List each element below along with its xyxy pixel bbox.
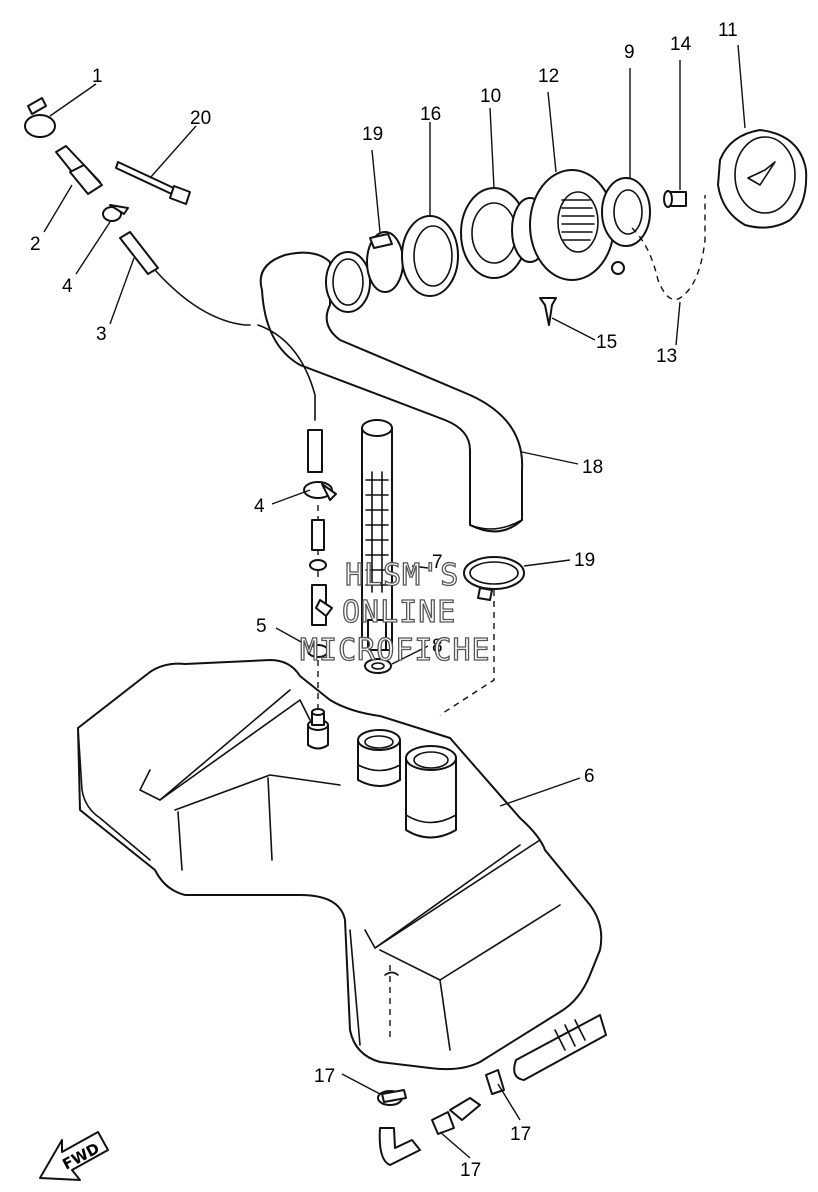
callout-4-lower: 4 (254, 496, 265, 517)
vent-hose (119, 231, 323, 473)
watermark-line-3: MICROFICHE (300, 633, 491, 668)
clamp-small (24, 97, 56, 138)
callout-8: 8 (432, 636, 443, 657)
rivet (539, 297, 557, 326)
fwd-arrow: FWD (39, 1131, 109, 1181)
tank-pickup-neck (357, 729, 401, 787)
fuel-cap (717, 129, 808, 229)
watermark-line-2: ONLINE (342, 595, 456, 630)
callout-2: 2 (30, 234, 41, 255)
callout-18: 18 (582, 457, 603, 478)
callout-19-upper: 19 (362, 124, 383, 145)
tank-vent-nipple (307, 708, 329, 750)
watermark: HLSM'S ONLINE MICROFICHE (299, 557, 491, 668)
callout-14: 14 (670, 34, 692, 55)
callout-20: 20 (190, 108, 211, 129)
fuel-filter-pickup (361, 419, 393, 651)
screw (663, 190, 687, 208)
callout-19-lower: 19 (574, 550, 595, 571)
drain-fittings (377, 1014, 607, 1166)
callout-1: 1 (92, 66, 103, 87)
check-valve (309, 505, 333, 626)
hose-clip-lower (303, 481, 337, 501)
callout-4-upper: 4 (62, 276, 73, 297)
callout-13: 13 (656, 346, 677, 367)
callout-17-right: 17 (510, 1124, 531, 1145)
callout-6: 6 (584, 766, 595, 787)
callout-16: 16 (420, 104, 441, 125)
filler-neck (511, 169, 615, 281)
fuel-joint (55, 145, 103, 195)
callout-7: 7 (432, 552, 443, 573)
callout-15: 15 (596, 332, 617, 353)
grommet (364, 658, 392, 674)
hose-clamp-lower (439, 556, 525, 716)
callout-12: 12 (538, 66, 559, 87)
callout-17-bottom: 17 (460, 1160, 481, 1181)
cap-ring (601, 177, 651, 275)
watermark-line-1: HLSM'S (345, 558, 459, 593)
fuel-tank (77, 659, 603, 1071)
washer (307, 644, 329, 708)
hose-clamp-upper (325, 251, 371, 313)
callout-3: 3 (96, 324, 107, 345)
callout-11: 11 (718, 20, 738, 41)
tank-filler-neck (405, 745, 457, 839)
callout-17-left: 17 (314, 1066, 335, 1087)
callout-10: 10 (480, 86, 501, 107)
seal (366, 215, 459, 297)
hose-clip-upper (102, 204, 129, 222)
filler-hose (259, 251, 524, 533)
cap-chain (631, 195, 706, 301)
leader-lines (43, 44, 746, 1159)
cable-tie (115, 161, 191, 205)
callout-5: 5 (256, 616, 267, 637)
callout-9: 9 (624, 42, 635, 63)
